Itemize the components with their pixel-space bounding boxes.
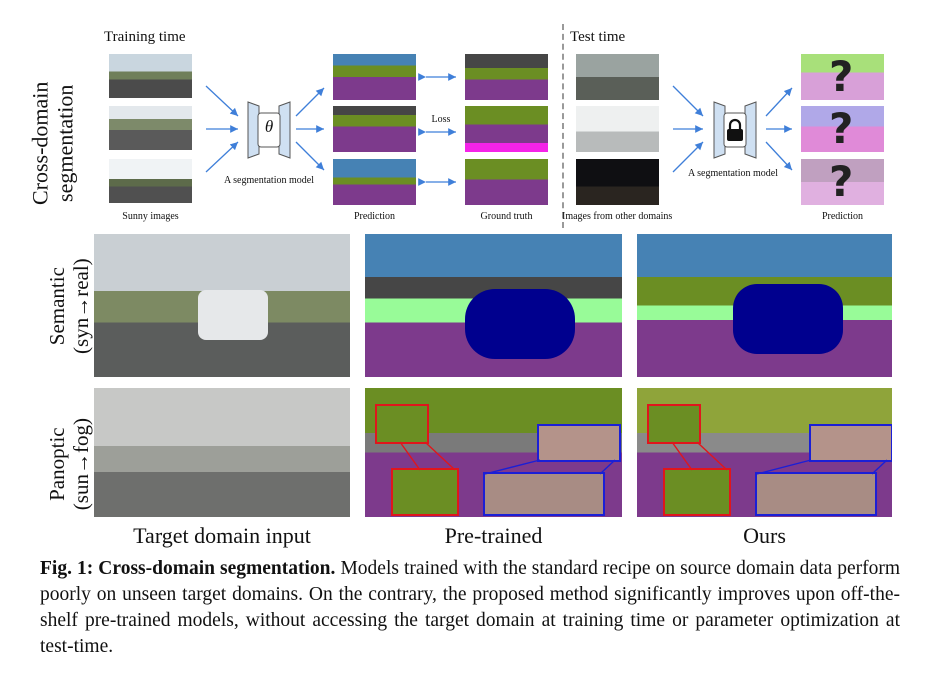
ground-truth-3 [465,159,548,205]
train-prediction-3 [333,159,416,205]
question-mark-2: ? [829,104,854,153]
model-label-train: A segmentation model [224,175,314,186]
sunny-images-label: Sunny images [122,211,179,222]
panoptic-input-image [94,388,350,517]
prediction-label-train: Prediction [353,211,396,222]
ground-truth-2 [465,106,548,152]
semantic-input-image [94,234,350,377]
sunny-image-2 [109,106,192,150]
train-test-divider [562,24,564,228]
theta-symbol: θ [264,117,274,136]
figure-caption: Fig. 1: Cross-domain segmentation. Model… [40,556,900,660]
sunny-image-3 [109,159,192,203]
panoptic-pretrained-image [365,388,622,517]
test-prediction-2 [801,106,884,152]
ground-truth-label: Ground truth [480,211,533,222]
question-mark-3: ? [829,157,854,206]
other-domains-label: Images from other domains [562,211,673,222]
zoom-box-red-small [375,404,429,444]
segmentation-model-train [247,101,291,159]
zoom-box-blue-small [537,424,621,462]
figure-caption-label: Fig. 1: Cross-domain segmentation. [40,558,336,579]
panoptic-ours-image [637,388,892,517]
train-prediction-2 [333,106,416,152]
zoom-box-red-large-ours [663,468,731,516]
zoom-box-blue-large [483,472,605,516]
question-mark-1: ? [829,52,854,101]
training-time-label: Training time [104,29,186,45]
test-prediction-3 [801,159,884,205]
column-caption-ours: Ours [743,523,786,548]
figure-caption-text: Models trained with the standard recipe … [40,558,900,657]
zoom-box-red-small-ours [647,404,701,444]
zoom-box-blue-large-ours [755,472,877,516]
other-domain-image-1 [576,54,659,100]
lock-icon [727,118,743,141]
other-domain-image-3 [576,159,659,205]
other-domain-image-2 [576,106,659,152]
ground-truth-1 [465,54,548,100]
model-label-test: A segmentation model [688,168,778,179]
train-prediction-1 [333,54,416,100]
semantic-ours-image [637,234,892,377]
sunny-image-1 [109,54,192,98]
zoom-box-red-large [391,468,459,516]
prediction-label-test: Prediction [821,211,864,222]
test-prediction-1 [801,54,884,100]
semantic-pretrained-image [365,234,622,377]
column-caption-pretrained: Pre-trained [444,523,543,548]
loss-label: Loss [431,114,451,125]
column-caption-input: Target domain input [133,523,311,548]
test-time-label: Test time [570,29,626,45]
zoom-box-blue-small-ours [809,424,892,462]
diagram-arrows [205,73,793,186]
